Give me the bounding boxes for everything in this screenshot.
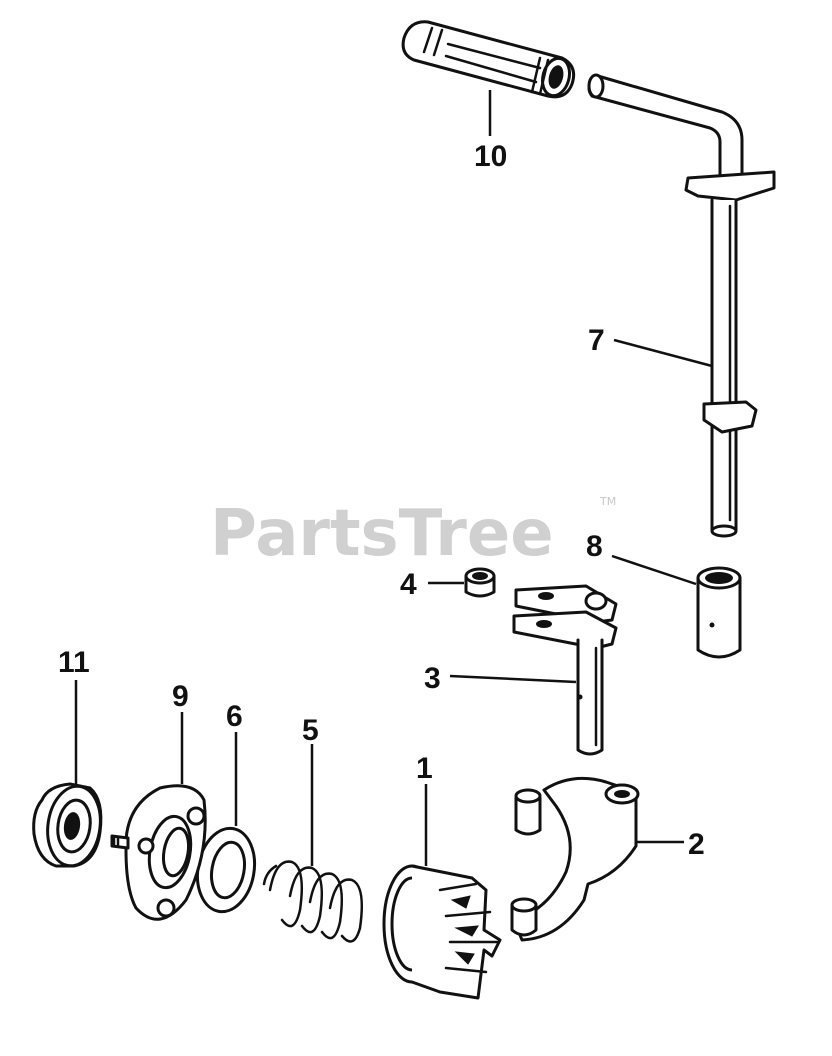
callout-4: 4: [400, 568, 417, 601]
callout-6: 6: [226, 700, 243, 733]
callout-9: 9: [172, 680, 189, 713]
leader-3: [449, 674, 577, 684]
part-8-bushing[interactable]: [696, 566, 742, 659]
callout-5: 5: [302, 714, 319, 747]
callout-10: 10: [474, 140, 507, 173]
part-3-shift-bracket[interactable]: [512, 584, 618, 756]
callout-2: 2: [688, 828, 705, 861]
watermark-trademark: TM: [599, 495, 616, 508]
part-10-handle-grip[interactable]: [401, 20, 576, 99]
part-5-spring[interactable]: [262, 860, 363, 943]
part-7-lever-rod[interactable]: [587, 73, 776, 538]
callout-8: 8: [586, 530, 603, 563]
leader-7: [613, 338, 713, 368]
part-6-washer[interactable]: [191, 824, 261, 916]
callout-3: 3: [424, 662, 441, 695]
part-11-bearing[interactable]: [32, 782, 106, 869]
part-4-spacer[interactable]: [464, 567, 496, 598]
part-1-shifter-gear[interactable]: [382, 864, 502, 1000]
callout-1: 1: [416, 752, 433, 785]
watermark-text: PartsTree: [210, 497, 554, 571]
callout-7: 7: [588, 324, 605, 357]
callout-11: 11: [58, 646, 90, 679]
leader-8: [611, 554, 697, 586]
part-2-fork[interactable]: [510, 776, 640, 942]
part-9-flange-plate[interactable]: [110, 784, 207, 921]
